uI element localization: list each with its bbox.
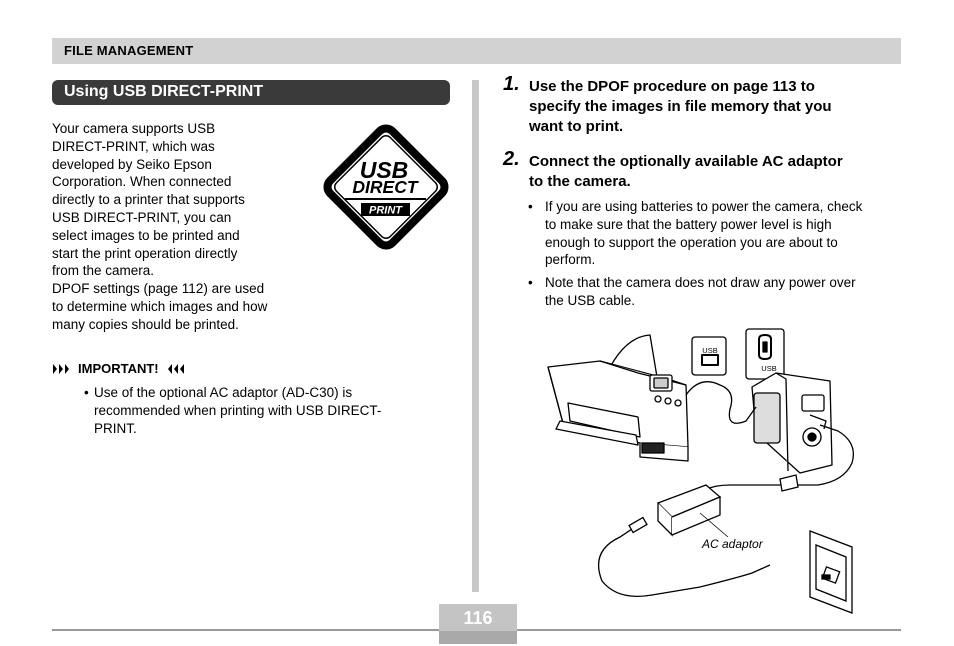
bullet-line: If you are using batteries to power the …	[545, 199, 863, 214]
usb-label-printer: USB	[702, 346, 717, 355]
page-number-badge: 116	[439, 604, 517, 644]
logo-direct-text: DIRECT	[352, 177, 418, 197]
step-line: Connect the optionally available AC adap…	[529, 153, 843, 170]
connection-illustration: USB USB AC adaptor	[547, 328, 855, 614]
section-heading-text: Using USB DIRECT-PRINT	[64, 83, 264, 100]
usb-label-camera: USB	[761, 364, 776, 373]
usb-power-note: Note that the camera does not draw any p…	[528, 274, 908, 310]
important-label-row: IMPORTANT!	[52, 361, 185, 376]
right-arrows-icon	[53, 363, 69, 374]
left-arrows-icon	[167, 363, 184, 374]
important-label: IMPORTANT!	[78, 361, 159, 376]
logo-print-text: PRINT	[369, 205, 403, 217]
important-line: recommended when printing with USB DIREC…	[94, 402, 382, 418]
intro-line: many copies should be printed.	[52, 316, 239, 332]
important-note: Use of the optional AC adaptor (AD-C30) …	[84, 384, 424, 437]
intro-line: select images to be printed and	[52, 227, 240, 243]
important-line: Use of the optional AC adaptor (AD-C30) …	[94, 385, 353, 400]
section-heading: Using USB DIRECT-PRINT	[52, 80, 450, 105]
printer-icon	[547, 360, 689, 462]
usb-port-icon	[691, 336, 727, 376]
intro-line: DIRECT-PRINT, which was	[52, 138, 215, 154]
intro-line: Your camera supports USB	[52, 121, 216, 136]
logo-usb-text: USB	[360, 157, 409, 183]
usb-direct-print-logo: USB DIRECT PRINT	[323, 124, 449, 250]
step-number: 1.	[503, 73, 520, 95]
bullet-line: enough to support the operation you are …	[545, 234, 838, 250]
step-line: want to print.	[529, 118, 624, 135]
bullet-line: perform.	[545, 252, 596, 268]
intro-text: Your camera supports USB DIRECT-PRINT, w…	[52, 120, 302, 334]
ac-cord	[597, 524, 771, 598]
intro-line: USB DIRECT-PRINT, you can	[52, 209, 232, 225]
bullet-line: to make sure that the battery power leve…	[545, 216, 832, 232]
bullet-line: Note that the camera does not draw any p…	[545, 275, 856, 290]
usb-cable	[685, 381, 757, 424]
intro-line: directly to a printer that supports	[52, 192, 245, 208]
step-line: to the camera.	[529, 173, 631, 190]
usb-plug-icon	[745, 328, 785, 380]
column-divider	[472, 80, 479, 592]
intro-line: Corporation. When connected	[52, 174, 232, 190]
step-line: specify the images in file memory that y…	[529, 98, 832, 115]
intro-line: to determine which images and how	[52, 298, 268, 314]
header-bar: FILE MANAGEMENT	[52, 38, 901, 64]
camera-icon	[751, 372, 833, 474]
important-line: PRINT.	[94, 420, 137, 436]
ac-adaptor-icon	[628, 474, 799, 537]
intro-line: DPOF settings (page 112) are used	[52, 281, 265, 297]
step-line: Use the DPOF procedure on page 113 to	[529, 78, 815, 95]
header-title: FILE MANAGEMENT	[64, 43, 194, 58]
page-number: 116	[463, 608, 493, 628]
intro-line: start the print operation directly	[52, 245, 238, 261]
wall-outlet-icon	[809, 530, 853, 614]
intro-line: developed by Seiko Epson	[52, 156, 212, 172]
ac-adaptor-label: AC adaptor	[701, 537, 764, 551]
intro-line: from the camera.	[52, 263, 155, 279]
bullet-line: the USB cable.	[545, 292, 636, 308]
battery-note: If you are using batteries to power the …	[528, 198, 908, 269]
step-number: 2.	[503, 148, 520, 170]
